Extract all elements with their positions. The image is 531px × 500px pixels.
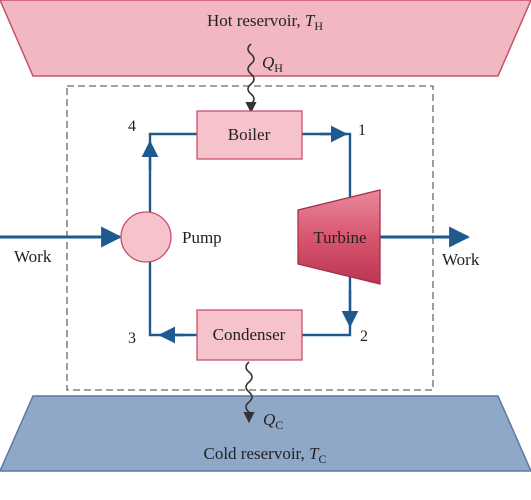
flow-pump-to-boiler	[148, 132, 197, 225]
boiler	[196, 110, 303, 160]
heat-out-arrow	[243, 361, 255, 424]
pump	[120, 211, 172, 263]
heat-in-label: QH	[262, 53, 283, 75]
flow-boiler-to-turbine	[302, 132, 352, 206]
cold-reservoir	[0, 395, 531, 472]
boiler-label: Boiler	[228, 125, 271, 144]
hot-reservoir-label: Hot reservoir, TH	[207, 11, 323, 33]
work-in-label: Work	[14, 247, 52, 266]
flow-condenser-to-pump	[148, 262, 197, 337]
turbine-label: Turbine	[313, 228, 366, 247]
condenser-label: Condenser	[213, 325, 286, 344]
pump-label: Pump	[182, 228, 222, 247]
turbine	[297, 189, 381, 285]
state-1-label: 1	[358, 122, 366, 139]
heat-in-arrow	[245, 43, 257, 114]
heat-out-label: QC	[263, 410, 283, 432]
flow-turbine-to-condenser	[302, 270, 352, 337]
state-3-label: 3	[128, 330, 136, 347]
hot-reservoir	[0, 0, 531, 77]
condenser	[196, 309, 303, 361]
state-2-label: 2	[360, 328, 368, 345]
state-4-label: 4	[128, 118, 136, 135]
work-out-label: Work	[442, 250, 480, 269]
cold-reservoir-label: Cold reservoir, TC	[203, 444, 326, 466]
